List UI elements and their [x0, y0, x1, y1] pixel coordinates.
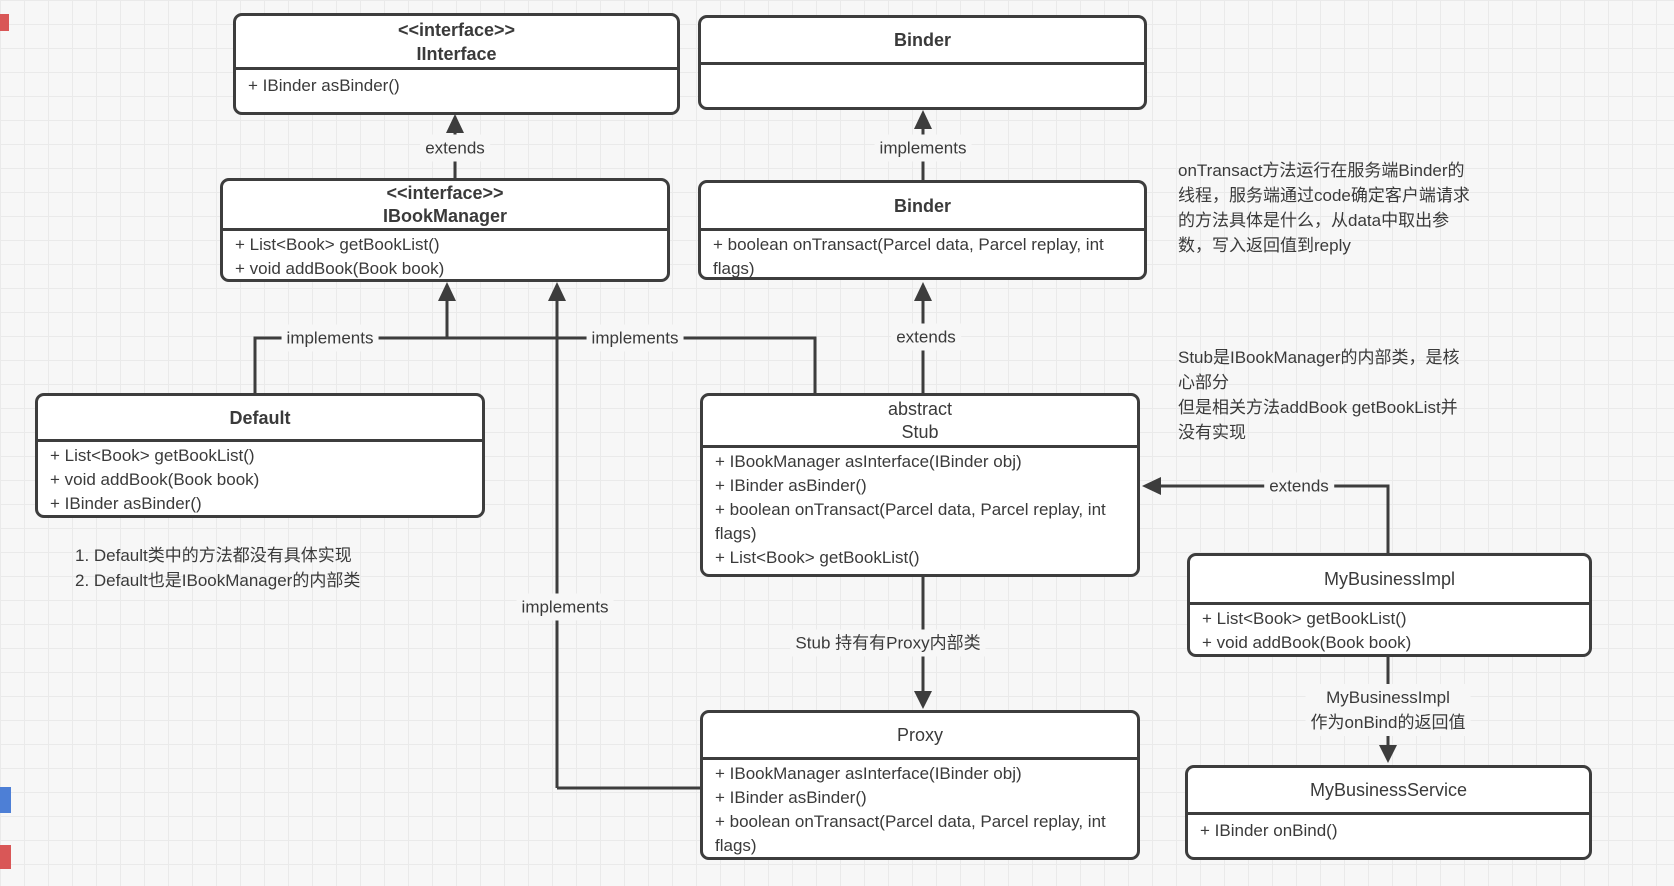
- edge-label-onbind[interactable]: MyBusinessImpl 作为onBind的返回值: [1305, 684, 1471, 736]
- class-ibookmanager[interactable]: <<interface>> IBookManager + List<Book> …: [220, 178, 670, 282]
- edge-label-extends[interactable]: extends: [420, 134, 490, 162]
- class-member: + void addBook(Book book): [1202, 633, 1412, 652]
- class-iinterface[interactable]: <<interface>> IInterface + IBinder asBin…: [233, 13, 680, 115]
- class-member: + void addBook(Book book): [235, 259, 445, 278]
- edge-label-onbind-line1: MyBusinessImpl: [1326, 688, 1450, 707]
- edge-label-extends[interactable]: extends: [891, 323, 961, 351]
- class-stereotype: <<interface>>: [386, 182, 504, 203]
- class-title: Default: [229, 407, 291, 428]
- edge-proxy-implements-ibookmanager[interactable]: [548, 282, 702, 790]
- edge-label-onbind-line2: 作为onBind的返回值: [1310, 713, 1466, 732]
- class-default[interactable]: Default + List<Book> getBookList() + void…: [35, 393, 485, 518]
- class-title: Binder: [893, 30, 951, 50]
- class-member: + IBookManager asInterface(IBinder obj): [715, 452, 1022, 471]
- class-member: + IBinder asBinder(): [715, 788, 867, 807]
- class-stereotype: abstract: [887, 398, 953, 419]
- class-member: + boolean onTransact(Parcel data, Parcel…: [715, 812, 1106, 855]
- class-member: + IBinder asBinder(): [715, 476, 867, 495]
- class-title: IBookManager: [382, 205, 508, 226]
- class-member: + void addBook(Book book): [50, 470, 260, 489]
- edge-label-implements[interactable]: implements: [281, 324, 379, 352]
- class-mybusinessimpl[interactable]: MyBusinessImpl + List<Book> getBookList(…: [1187, 553, 1592, 657]
- class-member: + IBinder onBind(): [1200, 821, 1338, 840]
- class-title: IInterface: [416, 43, 497, 64]
- class-member: + List<Book> getBookList(): [235, 235, 440, 254]
- class-member: + IBinder asBinder(): [50, 494, 202, 513]
- clipped-red-swatch: [0, 14, 9, 31]
- class-title: Proxy: [896, 725, 943, 745]
- class-title: MyBusinessService: [1309, 780, 1468, 800]
- edge-implements-bus[interactable]: [253, 282, 817, 393]
- class-mybusinessservice[interactable]: MyBusinessService + IBinder onBind(): [1185, 765, 1592, 860]
- class-proxy[interactable]: Proxy + IBookManager asInterface(IBinder…: [700, 710, 1140, 860]
- edge-label-implements[interactable]: implements: [874, 134, 972, 162]
- clipped-blue-swatch: [0, 787, 11, 813]
- note-default[interactable]: 1. Default类中的方法都没有具体实现 2. Default也是IBook…: [75, 546, 361, 590]
- class-member: + boolean onTransact(Parcel data, Parcel…: [713, 235, 1104, 278]
- class-title: MyBusinessImpl: [1323, 569, 1456, 589]
- class-binder-top[interactable]: Binder: [698, 15, 1147, 110]
- edge-label-implements[interactable]: implements: [516, 593, 614, 621]
- class-member: + List<Book> getBookList(): [50, 446, 255, 465]
- class-binder-impl[interactable]: Binder + boolean onTransact(Parcel data,…: [698, 180, 1147, 280]
- class-title: Binder: [893, 195, 951, 216]
- class-stereotype: <<interface>>: [397, 19, 516, 40]
- class-member: + IBinder asBinder(): [248, 76, 400, 95]
- edge-label-stub-holds-proxy[interactable]: Stub 持有有Proxy内部类: [790, 629, 986, 657]
- note-ontransact[interactable]: onTransact方法运行在服务端Binder的 线程，服务端通过code确定…: [1178, 161, 1470, 255]
- class-stub[interactable]: abstract Stub + IBookManager asInterface…: [700, 393, 1140, 577]
- class-member: + List<Book> getBookList(): [1202, 609, 1407, 628]
- edge-mybusinessimpl-extends-stub[interactable]: [1142, 477, 1390, 553]
- class-member: + IBookManager asInterface(IBinder obj): [715, 764, 1022, 783]
- class-title: Stub: [901, 421, 939, 442]
- class-member: + boolean onTransact(Parcel data, Parcel…: [715, 500, 1106, 543]
- clipped-red-swatch: [0, 845, 11, 869]
- edge-label-implements[interactable]: implements: [586, 324, 684, 352]
- edge-label-extends[interactable]: extends: [1264, 472, 1334, 500]
- class-member: + List<Book> getBookList(): [715, 548, 920, 567]
- note-stub[interactable]: Stub是IBookManager的内部类，是核 心部分 但是相关方法addBo…: [1178, 348, 1460, 442]
